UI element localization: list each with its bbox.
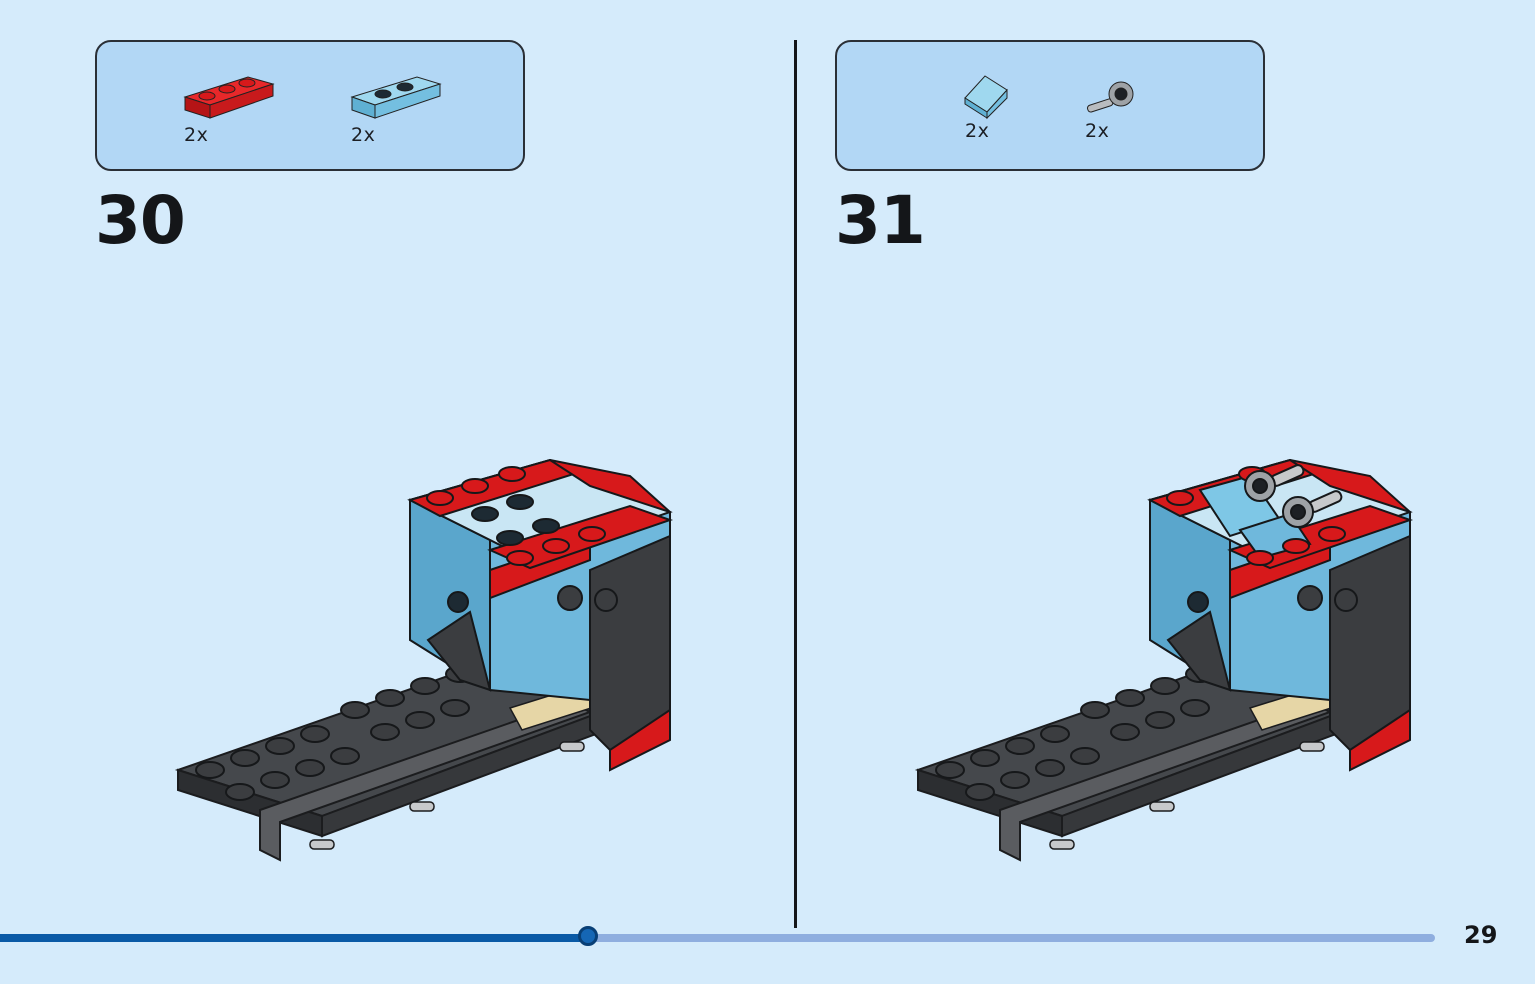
light-blue-plate-modified-icon: [350, 76, 442, 119]
progress-knob: [578, 926, 598, 946]
light-blue-slope-icon: [964, 75, 1008, 120]
progress-track: [0, 934, 1435, 942]
parts-callout-step-30: 2x 2x: [95, 40, 525, 171]
step-number-30: 30: [95, 182, 186, 259]
build-model-step-30: [174, 458, 674, 862]
progress-fill: [0, 934, 588, 942]
red-plate-1x3-icon: [183, 76, 275, 119]
step-number-31: 31: [835, 182, 926, 259]
step-divider: [794, 40, 797, 928]
part-qty: 2x: [965, 120, 990, 142]
build-model-step-31: [914, 458, 1414, 862]
part-qty: 2x: [1085, 120, 1110, 142]
parts-callout-step-31: 2x 2x: [835, 40, 1265, 171]
page-number: 29: [1464, 921, 1498, 949]
part-qty: 2x: [351, 124, 376, 146]
grey-clip-bar-icon: [1086, 81, 1134, 113]
part-qty: 2x: [184, 124, 209, 146]
